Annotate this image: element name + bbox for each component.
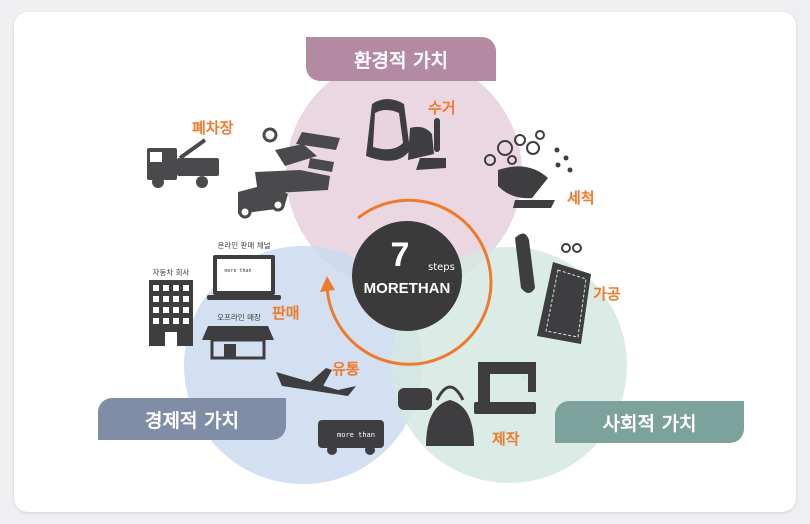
center-number: 7 bbox=[391, 236, 410, 274]
cycle-arrow bbox=[325, 198, 493, 366]
environmental-value-tag: 환경적 가치 bbox=[306, 37, 496, 81]
cycle-arrowhead bbox=[320, 276, 335, 292]
car-company-caption: 자동차 회사 bbox=[153, 268, 190, 277]
center-brand: MORETHAN bbox=[364, 280, 451, 297]
step-process: 가공 bbox=[593, 285, 621, 303]
offline-store-caption: 오프라인 매장 bbox=[217, 312, 261, 322]
sewing-machine-icon bbox=[398, 362, 536, 446]
step-scrapyard: 폐차장 bbox=[192, 119, 234, 137]
step-make: 제작 bbox=[492, 430, 520, 448]
laptop-icon: more than bbox=[207, 255, 281, 300]
center-disc bbox=[352, 221, 462, 331]
environmental-circle bbox=[286, 55, 522, 291]
van-icon: more than bbox=[318, 420, 384, 455]
online-channel-caption: 온라인 판매 채널 bbox=[217, 240, 270, 250]
step-collect: 수거 bbox=[428, 99, 456, 117]
car-seat-icon bbox=[366, 99, 446, 170]
scrapyard-icon bbox=[147, 127, 340, 219]
economic-value-tag: 경제적 가치 bbox=[98, 398, 286, 440]
plane-icon bbox=[276, 368, 356, 396]
van-text: more than bbox=[337, 431, 375, 439]
step-sell: 판매 bbox=[272, 304, 300, 322]
office-building-icon bbox=[149, 280, 193, 346]
step-distribute: 유통 bbox=[332, 360, 360, 378]
step-wash: 세척 bbox=[567, 189, 595, 207]
wash-icon bbox=[484, 130, 573, 208]
store-icon bbox=[202, 326, 274, 360]
processing-icon bbox=[515, 233, 591, 344]
center-unit: steps bbox=[428, 262, 455, 273]
social-value-tag: 사회적 가치 bbox=[555, 401, 744, 443]
laptop-text: more than bbox=[224, 268, 251, 274]
